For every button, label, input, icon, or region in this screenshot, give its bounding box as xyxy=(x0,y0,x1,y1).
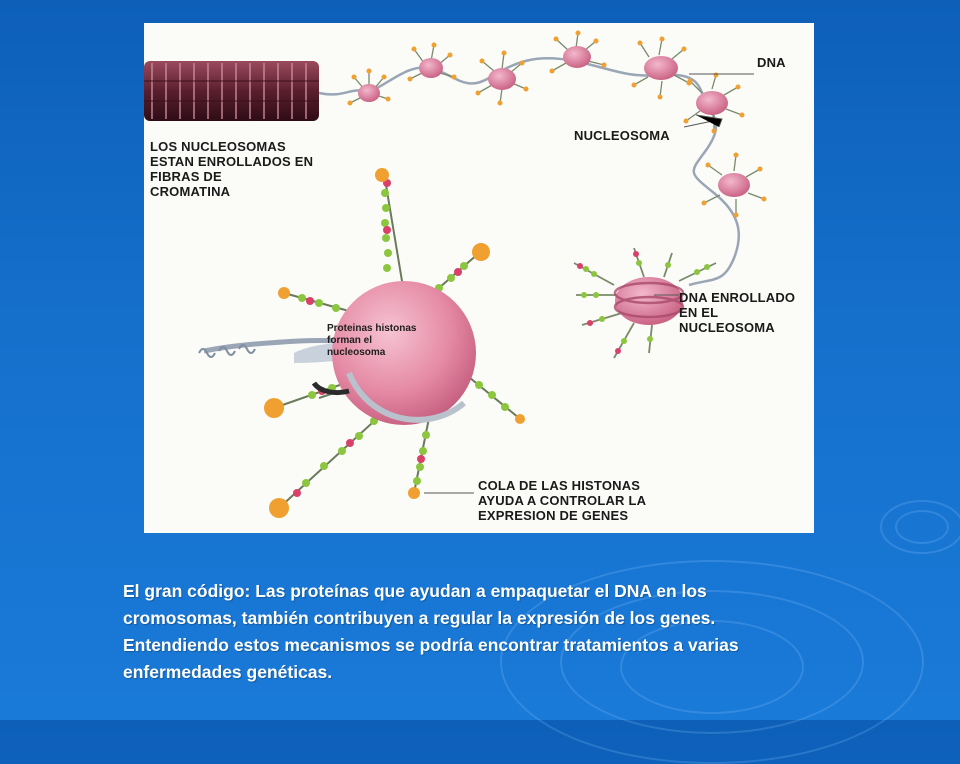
label-line: nucleosoma xyxy=(327,347,386,358)
label-dna: DNA xyxy=(757,55,786,70)
diagram-panel: DNA NUCLEOSOMA LOS NUCLEOSOMAS ESTAN ENR… xyxy=(144,23,814,533)
nucleosome-medium xyxy=(573,247,717,359)
ripple-decoration xyxy=(895,510,949,544)
label-line: EN EL xyxy=(679,305,719,320)
caption-line: El gran código: Las proteínas que ayudan… xyxy=(123,581,707,601)
label-line: CROMATINA xyxy=(150,184,231,199)
nucleosome-small-1 xyxy=(347,68,391,106)
label-line: ESTAN ENROLLADOS EN xyxy=(150,154,314,169)
label-line: AYUDA A CONTROLAR LA xyxy=(478,493,647,508)
label-line: FIBRAS DE xyxy=(150,169,222,184)
label-pointer-lines xyxy=(424,73,754,494)
label-dna-enrollado: DNA ENROLLADO EN EL NUCLEOSOMA xyxy=(679,290,795,335)
nucleosome-small-2 xyxy=(407,42,457,82)
label-line: Proteinas histonas xyxy=(327,323,417,334)
caption-line: Entendiendo estos mecanismos se podría e… xyxy=(123,635,739,655)
slide-caption: El gran código: Las proteínas que ayudan… xyxy=(123,578,923,686)
chromatin-fiber xyxy=(144,61,319,121)
caption-line: cromosomas, también contribuyen a regula… xyxy=(123,608,716,628)
label-nucleosoma: NUCLEOSOMA xyxy=(574,128,670,143)
nucleosome-large xyxy=(264,168,525,518)
label-proteinas-histonas: Proteinas histonas forman el nucleosoma xyxy=(327,323,416,359)
nucleosome-small-3 xyxy=(475,50,529,106)
label-line: EXPRESION DE GENES xyxy=(478,508,629,523)
label-line: NUCLEOSOMA xyxy=(679,320,775,335)
ripple-decoration xyxy=(880,500,960,554)
label-fibras-cromatina: LOS NUCLEOSOMAS ESTAN ENROLLADOS EN FIBR… xyxy=(150,139,313,199)
nucleosome-small-5 xyxy=(631,36,692,100)
label-line: forman el xyxy=(327,335,373,346)
nucleosome-small-4 xyxy=(549,30,607,74)
label-line: LOS NUCLEOSOMAS xyxy=(150,139,286,154)
caption-line: enfermedades genéticas. xyxy=(123,662,333,682)
nucleosome-small-6 xyxy=(683,72,745,134)
ripple-decoration xyxy=(620,620,804,714)
nucleosome-small-7 xyxy=(701,152,767,218)
label-cola-histonas: COLA DE LAS HISTONAS AYUDA A CONTROLAR L… xyxy=(478,478,646,523)
label-line: COLA DE LAS HISTONAS xyxy=(478,478,641,493)
dna-coil-icon xyxy=(198,344,256,358)
nucleosome-diagram xyxy=(144,30,767,518)
label-line: DNA ENROLLADO xyxy=(679,290,796,305)
